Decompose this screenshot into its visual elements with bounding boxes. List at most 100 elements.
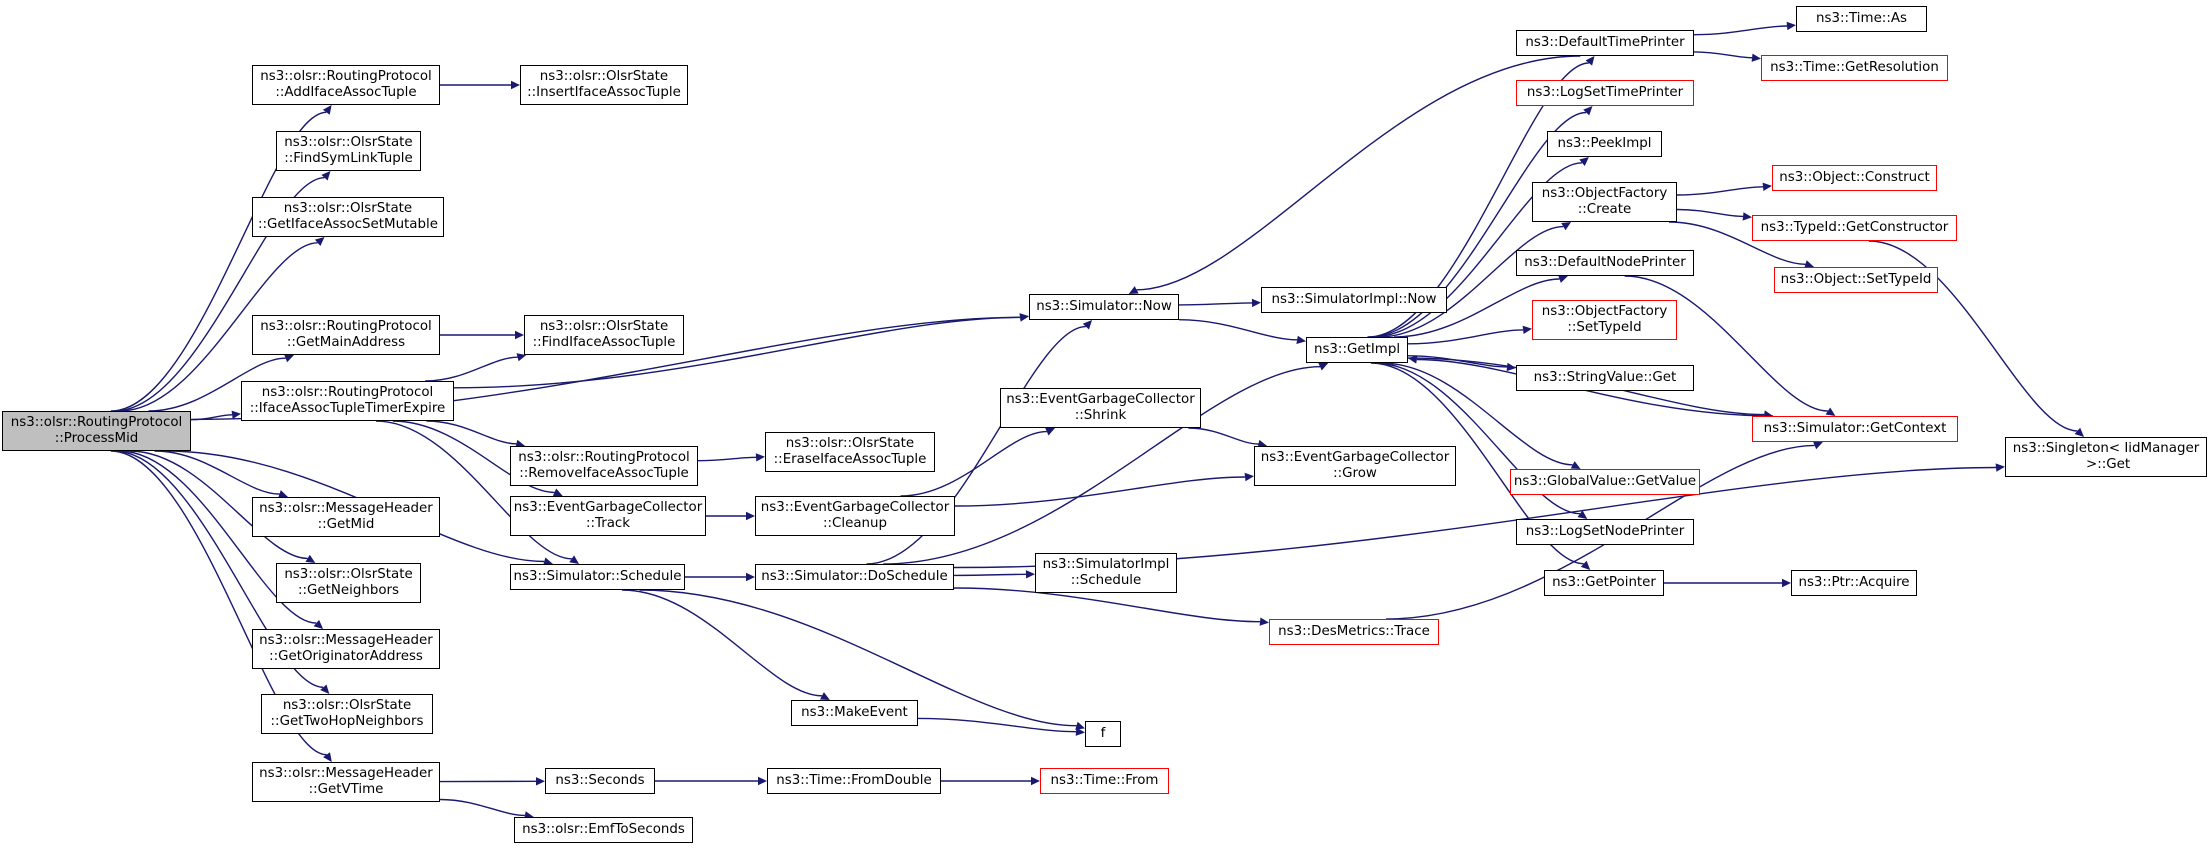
node-insertifaceassoc[interactable]: ns3::olsr::OlsrState ::InsertIfaceAssocT… <box>520 65 688 105</box>
edge-processmid-to-getmainaddress <box>148 357 286 412</box>
node-objectsettypeid[interactable]: ns3::Object::SetTypeId <box>1774 267 1938 293</box>
node-seconds[interactable]: ns3::Seconds <box>545 768 655 794</box>
edge-arrowhead <box>1585 56 1595 66</box>
edge-simnow-to-getimpl <box>1178 319 1298 341</box>
edge-arrowhead <box>515 330 524 340</box>
edge-removeifaceassoc-to-eraseifaceassoc <box>697 456 757 462</box>
node-objfactorysettypeid[interactable]: ns3::ObjectFactory ::SetTypeId <box>1532 300 1677 340</box>
node-defaultnodeprinter[interactable]: ns3::DefaultNodePrinter <box>1516 250 1694 276</box>
edge-arrowhead <box>1580 560 1591 570</box>
edge-doschedule-to-simimplschedule <box>953 573 1027 577</box>
edge-arrowhead <box>323 752 332 762</box>
edge-arrowhead <box>511 80 520 90</box>
edge-arrowhead <box>278 490 288 498</box>
edge-defaulttimeprinter-to-simnow <box>1136 55 1581 291</box>
edge-arrowhead <box>820 692 830 700</box>
node-getmid[interactable]: ns3::olsr::MessageHeader ::GetMid <box>252 497 440 537</box>
node-ptracquire[interactable]: ns3::Ptr::Acquire <box>1791 570 1917 596</box>
edge-arrowhead <box>1128 286 1139 294</box>
edge-arrowhead <box>1825 407 1836 416</box>
edge-arrowhead <box>1762 182 1772 191</box>
node-ifaceassoctimer[interactable]: ns3::olsr::RoutingProtocol ::IfaceAssocT… <box>241 381 454 421</box>
edge-arrowhead <box>1742 212 1752 221</box>
node-simimplschedule[interactable]: ns3::SimulatorImpl ::Schedule <box>1035 553 1177 593</box>
node-f[interactable]: f <box>1085 721 1121 747</box>
edge-arrowhead <box>1751 53 1761 62</box>
edge-getimpl-to-globalvaluegetvalue <box>1381 362 1573 466</box>
node-timeas[interactable]: ns3::Time::As <box>1796 6 1927 32</box>
edge-arrowhead <box>1786 21 1796 31</box>
edge-getimpl-to-defaulttimeprinter <box>1367 62 1589 338</box>
node-typeidgetconstructor[interactable]: ns3::TypeId::GetConstructor <box>1752 215 1957 241</box>
node-doschedule[interactable]: ns3::Simulator::DoSchedule <box>755 564 954 590</box>
edge-arrowhead <box>1259 617 1269 626</box>
node-getmainaddress[interactable]: ns3::olsr::RoutingProtocol ::GetMainAddr… <box>252 315 440 355</box>
node-fromdouble[interactable]: ns3::Time::FromDouble <box>767 768 941 794</box>
node-makeevent[interactable]: ns3::MakeEvent <box>791 700 918 726</box>
edge-egccleanup-to-egcgrow <box>954 476 1246 507</box>
node-peekimpl[interactable]: ns3::PeekImpl <box>1547 131 1662 157</box>
edge-simnow-to-simimplnow <box>1178 302 1253 306</box>
edge-arrowhead <box>536 777 545 786</box>
edge-arrowhead <box>1075 721 1085 730</box>
edge-arrowhead <box>322 105 332 115</box>
node-objfactorycreate[interactable]: ns3::ObjectFactory ::Create <box>1532 182 1677 222</box>
edge-arrowhead <box>231 410 241 419</box>
edge-getimpl-to-getpointer <box>1370 362 1584 565</box>
edge-arrowhead <box>1782 578 1791 588</box>
edge-arrowhead <box>1031 776 1040 786</box>
edge-ifaceassoctimer-to-simnow <box>453 316 1021 389</box>
node-desmetricstrace[interactable]: ns3::DesMetrics::Trace <box>1269 619 1439 645</box>
node-getifaceassocset[interactable]: ns3::olsr::OlsrState ::GetIfaceAssocSetM… <box>252 197 444 237</box>
edge-arrowhead <box>284 354 294 363</box>
node-schedule[interactable]: ns3::Simulator::Schedule <box>510 564 685 590</box>
edge-arrowhead <box>746 511 755 521</box>
node-addifaceassoc[interactable]: ns3::olsr::RoutingProtocol ::AddIfaceAss… <box>252 65 440 105</box>
node-globalvaluegetvalue[interactable]: ns3::GlobalValue::GetValue <box>1510 469 1700 495</box>
node-simnow[interactable]: ns3::Simulator::Now <box>1029 294 1179 320</box>
node-processmid[interactable]: ns3::olsr::RoutingProtocol ::ProcessMid <box>2 411 191 451</box>
node-emftoseconds[interactable]: ns3::olsr::EmfToSeconds <box>514 817 693 843</box>
node-findifaceassoc[interactable]: ns3::olsr::OlsrState ::FindIfaceAssocTup… <box>524 315 684 355</box>
edge-arrowhead <box>314 237 325 246</box>
edge-arrowhead <box>516 353 527 362</box>
node-getpointer[interactable]: ns3::GetPointer <box>1544 570 1664 596</box>
edge-getimpl-to-logsettimeprinter <box>1369 111 1587 338</box>
node-egcshrink[interactable]: ns3::EventGarbageCollector ::Shrink <box>1000 388 1201 428</box>
node-singletonget[interactable]: ns3::Singleton< IidManager >::Get <box>2005 437 2207 477</box>
node-logsettimeprinter[interactable]: ns3::LogSetTimePrinter <box>1516 80 1694 106</box>
node-simimplnow[interactable]: ns3::SimulatorImpl::Now <box>1261 287 1447 313</box>
edge-doschedule-to-simnow <box>866 325 1086 565</box>
edge-processmid-to-getvtime <box>110 450 327 756</box>
node-findsymlink[interactable]: ns3::olsr::OlsrState ::FindSymLinkTuple <box>276 131 421 171</box>
node-removeifaceassoc[interactable]: ns3::olsr::RoutingProtocol ::RemoveIface… <box>510 446 698 486</box>
node-egcgrow[interactable]: ns3::EventGarbageCollector ::Grow <box>1254 446 1456 486</box>
edge-arrowhead <box>552 488 563 497</box>
edge-typeidgetconstructor-to-singletonget <box>1868 240 2078 432</box>
edge-objfactorycreate-to-typeidgetconstructor <box>1676 208 1744 218</box>
node-stringvalueget[interactable]: ns3::StringValue::Get <box>1516 365 1694 391</box>
edge-ifaceassoctimer-to-egctrack <box>392 420 555 494</box>
node-defaulttimeprinter[interactable]: ns3::DefaultTimePrinter <box>1516 30 1694 56</box>
node-objectconstruct[interactable]: ns3::Object::Construct <box>1772 165 1937 191</box>
node-getneighbors[interactable]: ns3::olsr::OlsrState ::GetNeighbors <box>276 563 421 603</box>
edge-arrowhead <box>1082 320 1092 330</box>
node-gettwohop[interactable]: ns3::olsr::OlsrState ::GetTwoHopNeighbor… <box>261 694 433 734</box>
node-timefrom[interactable]: ns3::Time::From <box>1040 768 1169 794</box>
edge-arrowhead <box>1558 275 1568 283</box>
edge-getimpl-to-stringvalueget <box>1407 355 1508 368</box>
node-getoriginator[interactable]: ns3::olsr::MessageHeader ::GetOriginator… <box>252 629 440 669</box>
node-egccleanup[interactable]: ns3::EventGarbageCollector ::Cleanup <box>755 496 955 536</box>
node-logsetnodeprinter[interactable]: ns3::LogSetNodePrinter <box>1516 519 1694 545</box>
node-timegetresolution[interactable]: ns3::Time::GetResolution <box>1761 55 1948 81</box>
node-eraseifaceassoc[interactable]: ns3::olsr::OlsrState ::EraseIfaceAssocTu… <box>765 432 935 472</box>
node-getvtime[interactable]: ns3::olsr::MessageHeader ::GetVTime <box>252 762 440 802</box>
edge-arrowhead <box>758 776 767 786</box>
edge-arrowhead <box>2074 427 2084 437</box>
edge-arrowhead <box>1522 325 1532 334</box>
node-simgetcontext[interactable]: ns3::Simulator::GetContext <box>1752 416 1958 442</box>
node-egctrack[interactable]: ns3::EventGarbageCollector ::Track <box>510 496 706 536</box>
edge-arrowhead <box>1075 727 1085 736</box>
edge-objfactorycreate-to-objectconstruct <box>1676 186 1764 196</box>
node-getimpl[interactable]: ns3::GetImpl <box>1306 337 1408 363</box>
